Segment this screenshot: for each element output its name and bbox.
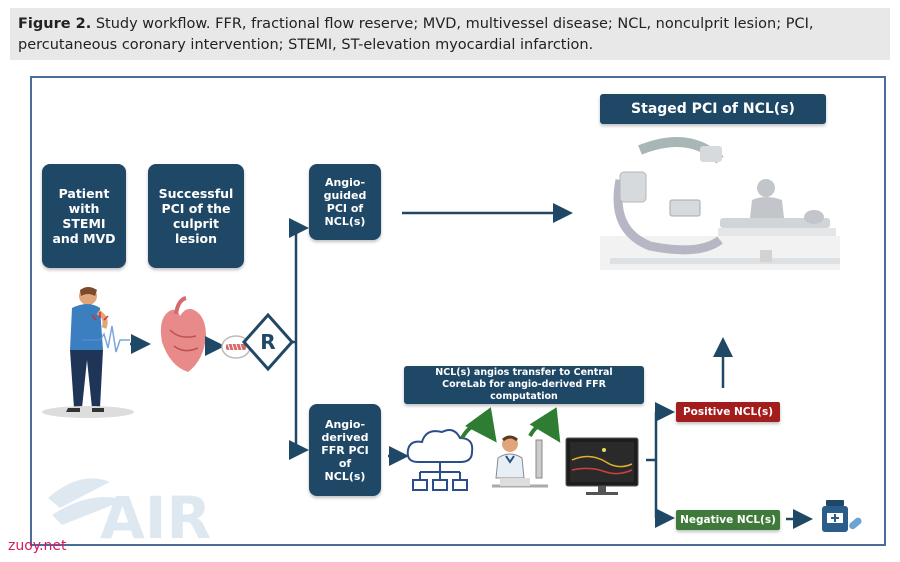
staged-pci-box-text: Staged PCI of NCL(s) xyxy=(631,101,795,117)
randomization-bracket xyxy=(292,228,298,450)
randomization-node: R xyxy=(241,312,295,372)
negative-ncl-box-text: Negative NCL(s) xyxy=(680,514,776,526)
successful-pci-box-text: Successful PCI of the culprit lesion xyxy=(158,186,234,246)
negative-ncl-box: Negative NCL(s) xyxy=(676,510,780,530)
angio-derived-box: Angio-derived FFR PCI of NCL(s) xyxy=(309,404,381,496)
angio-derived-box-text: Angio-derived FFR PCI of NCL(s) xyxy=(321,417,369,483)
caption-text: Study workflow. FFR, fractional flow res… xyxy=(18,16,814,53)
randomization-label: R xyxy=(260,330,275,354)
transfer-box-text: NCL(s) angios transfer to Central CoreLa… xyxy=(435,367,613,402)
figure-label: Figure 2. xyxy=(18,16,92,32)
angio-guided-box-text: Angio-guided PCI of NCL(s) xyxy=(323,176,367,228)
transfer-box: NCL(s) angios transfer to Central CoreLa… xyxy=(404,366,644,404)
staged-pci-box: Staged PCI of NCL(s) xyxy=(600,94,826,124)
patient-box-text: Patient with STEMI and MVD xyxy=(52,186,116,246)
air-logo: AIR xyxy=(48,478,211,552)
green-arrow-1 xyxy=(460,407,497,443)
green-arrow-2 xyxy=(528,407,561,443)
successful-pci-box: Successful PCI of the culprit lesion xyxy=(148,164,244,268)
positive-ncl-box-text: Positive NCL(s) xyxy=(682,406,774,418)
angio-guided-box: Angio-guided PCI of NCL(s) xyxy=(309,164,381,240)
heart-icon xyxy=(160,296,206,372)
doctor-computer-icon xyxy=(492,435,548,488)
ffr-monitor-icon xyxy=(565,437,639,495)
cloud-network-icon xyxy=(406,429,474,491)
ecg-trace-icon xyxy=(82,325,130,353)
watermark: zuoy.net xyxy=(8,538,67,554)
medication-icon xyxy=(822,500,862,532)
positive-ncl-box: Positive NCL(s) xyxy=(676,402,780,422)
patient-chest-pain-icon xyxy=(42,287,134,418)
air-logo-text: AIR xyxy=(100,484,211,552)
figure-caption: Figure 2. Study workflow. FFR, fractiona… xyxy=(10,8,890,60)
cath-lab-icon xyxy=(600,137,840,270)
patient-box: Patient with STEMI and MVD xyxy=(42,164,126,268)
